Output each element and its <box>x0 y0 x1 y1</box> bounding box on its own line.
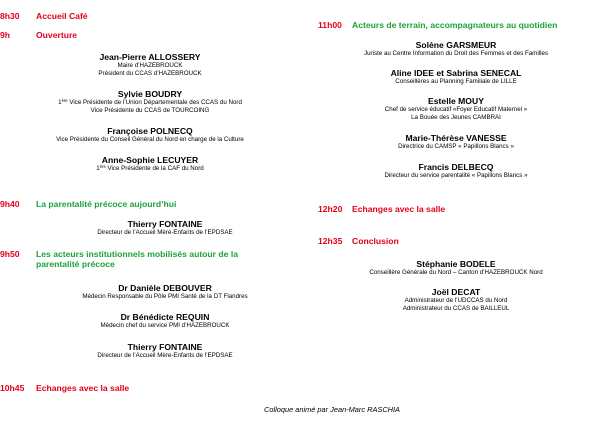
slot-time: 12h35 <box>318 236 343 246</box>
slot-title: Echanges avec la salle <box>352 204 446 214</box>
slot-time: 11h00 <box>318 20 342 30</box>
speaker-role: Administrateur du CCAS de BAILLEUL <box>402 305 510 312</box>
slot-title: Conclusion <box>352 236 399 246</box>
speaker-role: Président du CCAS d’HAZEBROUCK <box>98 70 202 77</box>
slot-time: 9h50 <box>0 249 20 259</box>
speaker-polnecq: Françoise POLNECQ Vice Présidente du Con… <box>0 126 300 144</box>
ordinal-suffix: ère <box>99 164 106 169</box>
speaker-lecuyer: Anne-Sophie LECUYER 1ère Vice Présidente… <box>0 155 300 173</box>
speaker-fontaine-2: Thierry FONTAINE Directeur de l’Accueil … <box>0 342 330 360</box>
speaker-role: Directrice du CAMSP « Papillons Blancs » <box>398 143 514 150</box>
speaker-idee-senecal: Aline IDEE et Sabrina SENECAL Conseillèr… <box>312 68 600 86</box>
speaker-name: Francis DELBECQ <box>418 162 494 172</box>
speaker-fontaine-1: Thierry FONTAINE Directeur de l’Accueil … <box>0 219 330 237</box>
slot-title: Accueil Café <box>36 11 88 21</box>
speaker-role: Chef de service éducatif «Foyer Educatif… <box>384 106 528 113</box>
slot-time: 9h40 <box>0 199 20 209</box>
speaker-role: La Bouée des Jeunes CAMBRAI <box>411 114 501 121</box>
speaker-name: Françoise POLNECQ <box>107 126 193 136</box>
slot-terrain: 11h00 Acteurs de terrain, accompagnateurs… <box>318 20 557 30</box>
speaker-role: Maire d’HAZEBROUCK <box>117 62 183 69</box>
speaker-name: Joël DECAT <box>431 287 481 297</box>
speaker-requin: Dr Bénédicte REQUIN Médecin chef du serv… <box>0 312 330 330</box>
slot-parentalite: 9h40 La parentalité précoce aujourd’hui <box>0 199 176 209</box>
speaker-role: Conseillère Générale du Nord – Canton d’… <box>369 269 543 276</box>
speaker-role: Directeur de l’Accueil Mère-Enfants de l… <box>97 352 233 359</box>
slot-time: 8h30 <box>0 11 20 21</box>
speaker-role: Juriste au Centre Information du Droit d… <box>364 50 548 57</box>
speaker-boudry: Sylvie BOUDRY 1ère Vice Présidente de l’… <box>0 89 300 115</box>
slot-title: Acteurs de terrain, accompagnateurs au q… <box>352 20 558 30</box>
slot-time: 10h45 <box>0 383 25 393</box>
slot-conclusion: 12h35 Conclusion <box>318 236 399 246</box>
speaker-name: Stéphanie BODELE <box>416 259 496 269</box>
ordinal-suffix: ère <box>61 98 68 103</box>
ordinal-number: 1 <box>58 99 62 106</box>
slot-echanges-1: 10h45 Echanges avec la salle <box>0 383 129 393</box>
slot-title: Echanges avec la salle <box>36 383 130 393</box>
role-text: Vice Présidente de la CAF du Nord <box>105 165 204 172</box>
speaker-name: Estelle MOUY <box>428 96 484 106</box>
speaker-name: Jean-Pierre ALLOSSERY <box>99 52 201 62</box>
speaker-name: Thierry FONTAINE <box>127 342 203 352</box>
speaker-role: Directeur du service parentalité « Papil… <box>384 172 528 179</box>
speaker-name: Dr Danièle DEBOUVER <box>118 283 212 293</box>
speaker-role: Vice Présidente du Conseil Général du No… <box>56 136 244 143</box>
speaker-name: Sylvie BOUDRY <box>117 89 183 99</box>
slot-title: Ouverture <box>36 30 78 40</box>
slot-ouverture: 9h Ouverture <box>0 30 77 40</box>
speaker-name: Anne-Sophie LECUYER <box>101 155 199 165</box>
slot-title: La parentalité précoce aujourd’hui <box>36 199 177 209</box>
role-text: Vice Présidente de l’Union Départemental… <box>67 99 242 106</box>
speaker-role: Médecin Responsable du Pôle PMI Santé de… <box>82 293 248 300</box>
speaker-decat: Joël DECAT Administrateur de l’UDCCAS du… <box>312 287 600 313</box>
speaker-name: Solène GARSMEUR <box>415 40 497 50</box>
slot-time: 9h <box>0 30 11 40</box>
speaker-garsmeur: Solène GARSMEUR Juriste au Centre Inform… <box>312 40 600 58</box>
speaker-mouy: Estelle MOUY Chef de service éducatif «F… <box>312 96 600 122</box>
speaker-name: Marie-Thérèse VANESSE <box>405 133 507 143</box>
slot-time: 12h20 <box>318 204 343 214</box>
speaker-debouver: Dr Danièle DEBOUVER Médecin Responsable … <box>0 283 330 301</box>
speaker-name: Dr Bénédicte REQUIN <box>120 312 210 322</box>
speaker-bodele: Stéphanie BODELE Conseillère Générale du… <box>312 259 600 277</box>
speaker-role: Administrateur de l’UDCCAS du Nord <box>404 297 508 304</box>
slot-accueil: 8h30 Accueil Café <box>0 11 88 21</box>
speaker-vanesse: Marie-Thérèse VANESSE Directrice du CAMS… <box>312 133 600 151</box>
footer-moderator: Colloque animé par Jean-Marc RASCHIA <box>264 405 400 414</box>
speaker-name: Aline IDEE et Sabrina SENECAL <box>390 68 522 78</box>
slot-echanges-2: 12h20 Echanges avec la salle <box>318 204 445 214</box>
speaker-role: Conseillères au Planning Familiale de LI… <box>395 78 517 85</box>
speaker-role: 1ère Vice Présidente de l’Union Départem… <box>0 98 300 107</box>
speaker-role: Vice Présidente du CCAS de TOURCOING <box>90 107 210 114</box>
speaker-allossery: Jean-Pierre ALLOSSERY Maire d’HAZEBROUCK… <box>0 52 300 78</box>
slot-title: Les acteurs institutionnels mobilisés au… <box>36 249 238 269</box>
ordinal-number: 1 <box>96 165 100 172</box>
speaker-role: Directeur de l’Accueil Mère-Enfants de l… <box>97 229 233 236</box>
slot-acteurs: 9h50 Les acteurs institutionnels mobilisé… <box>0 249 246 269</box>
speaker-delbecq: Francis DELBECQ Directeur du service par… <box>312 162 600 180</box>
speaker-role: 1ère Vice Présidente de la CAF du Nord <box>0 164 300 173</box>
speaker-name: Thierry FONTAINE <box>127 219 203 229</box>
speaker-role: Médecin chef du service PMI d’HAZEBROUCK <box>100 322 230 329</box>
